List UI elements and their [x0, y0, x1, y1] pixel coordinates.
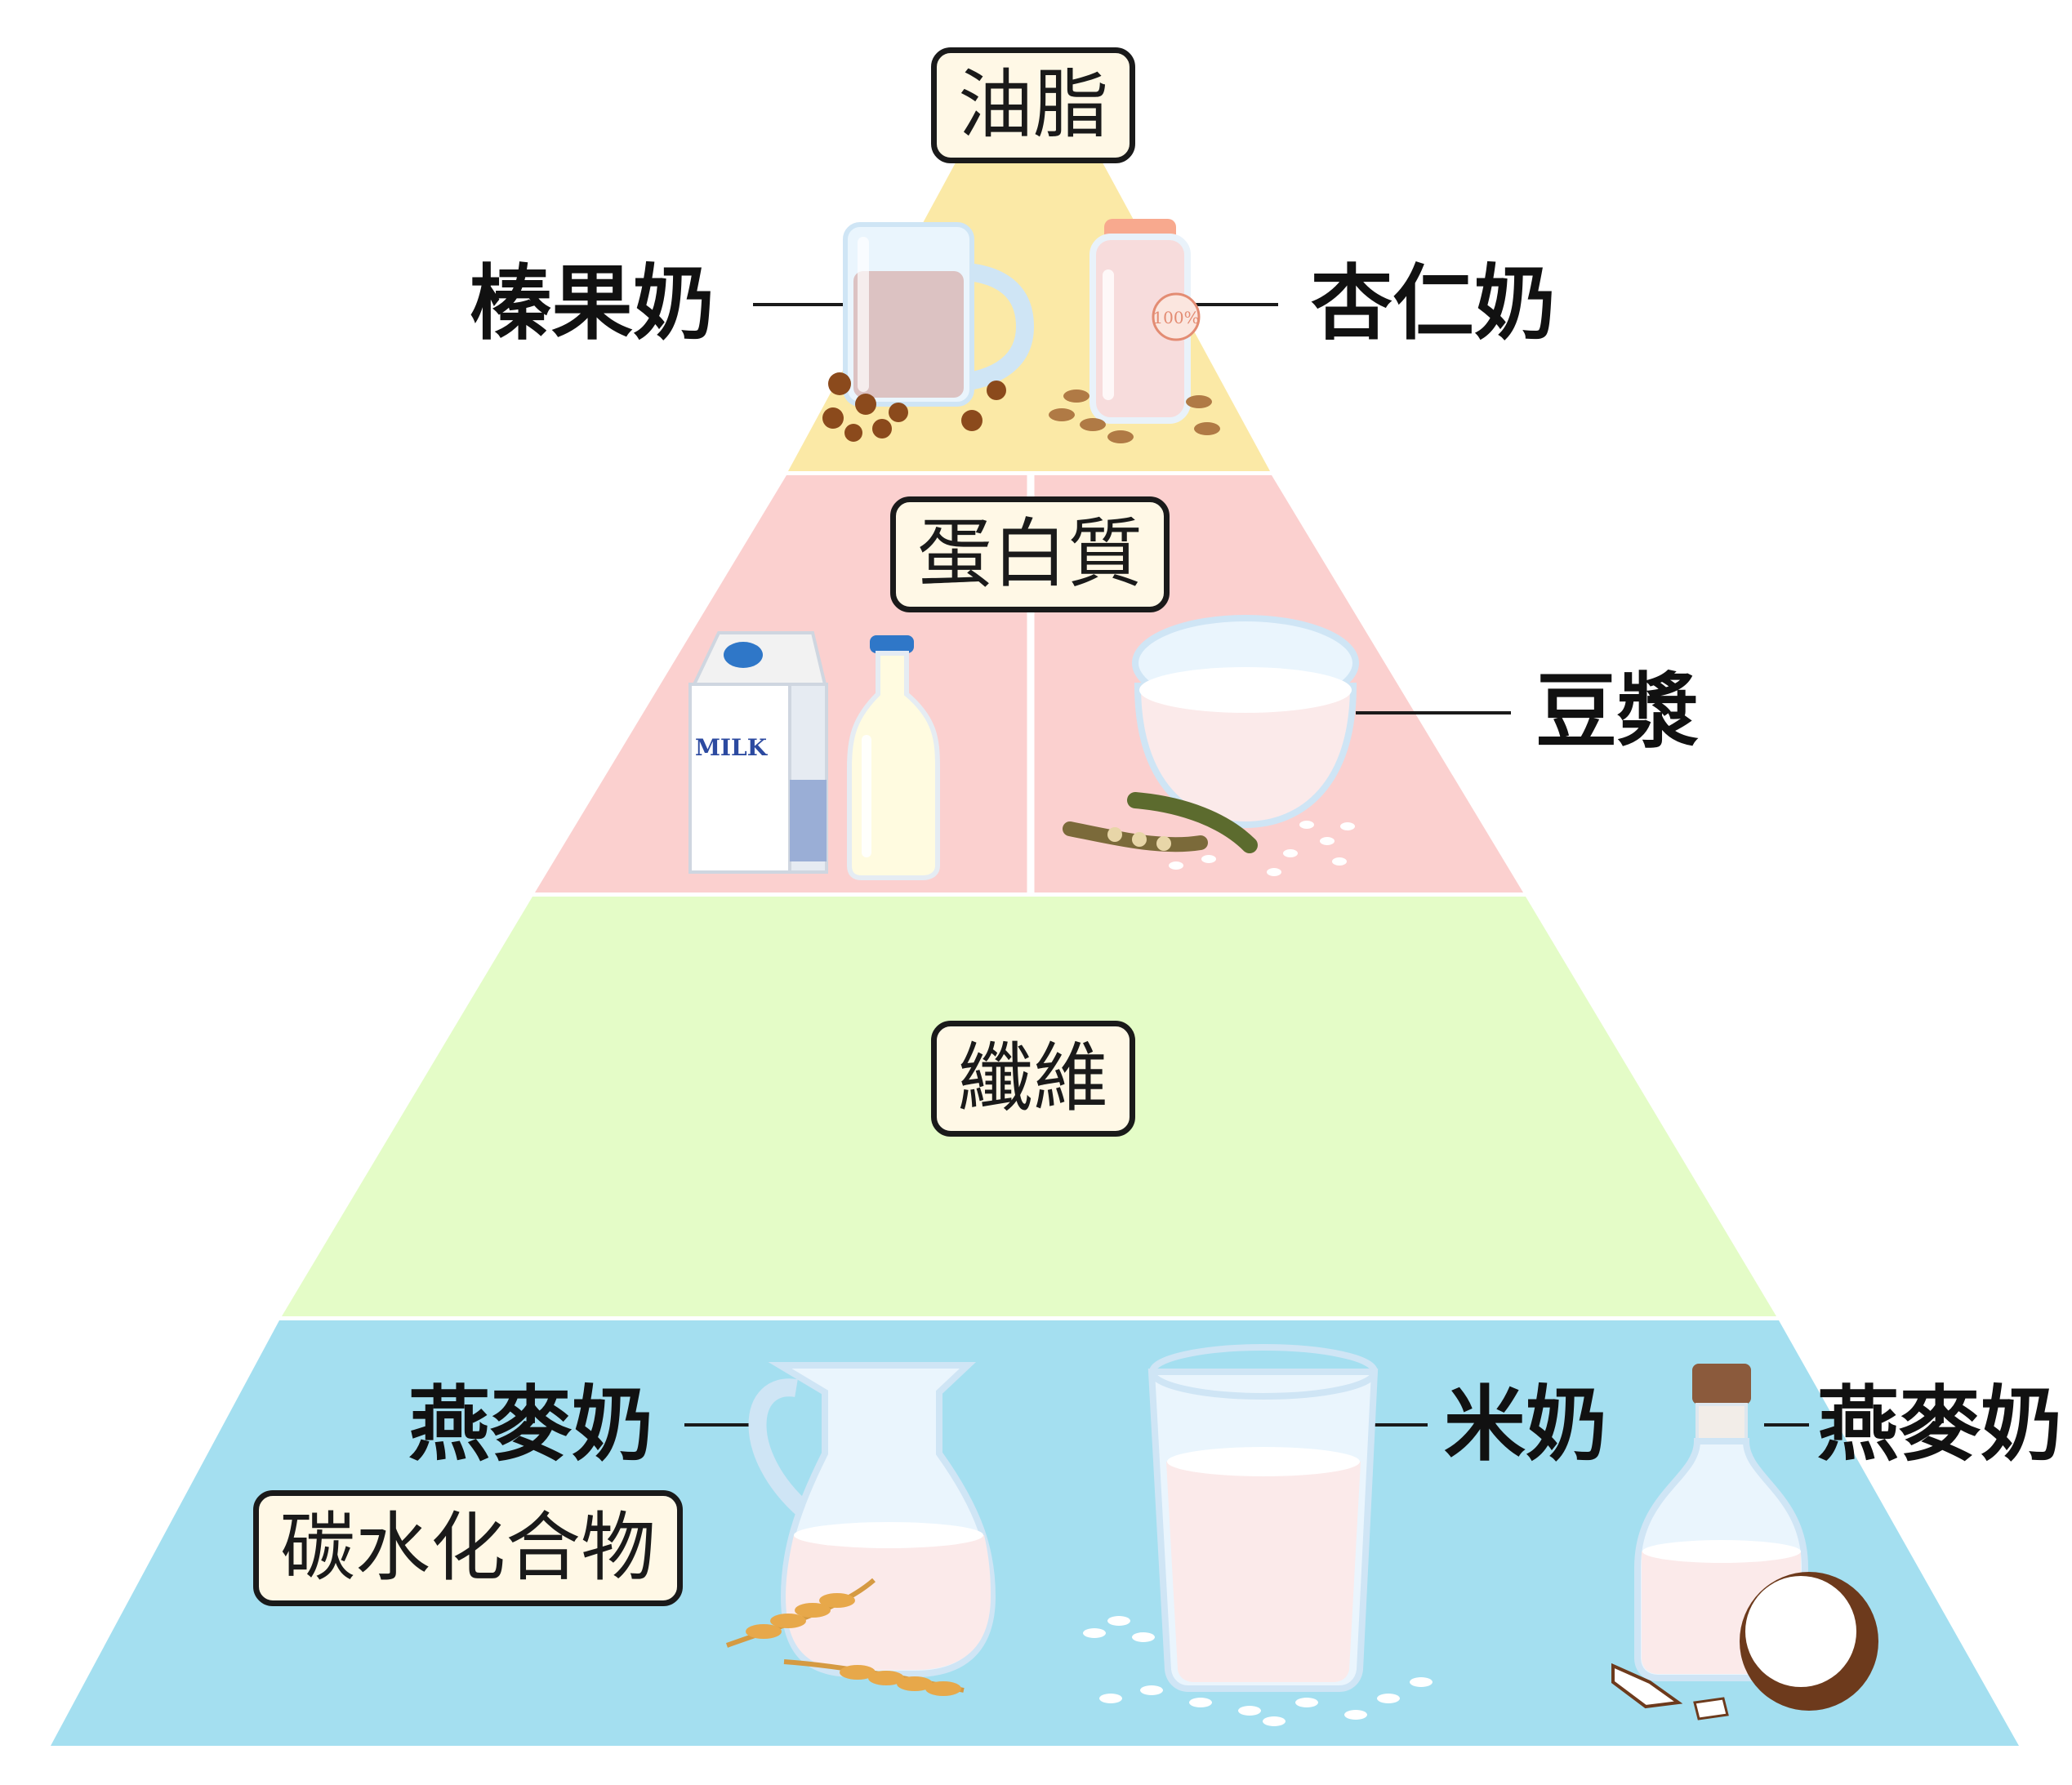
tier-label-fiber: 纖維 — [931, 1021, 1136, 1137]
label-rice-milk: 米奶 — [1444, 1377, 1607, 1472]
label-oat-milk-right: 燕麥奶 — [1817, 1377, 2062, 1472]
hazelnuts — [822, 372, 1006, 442]
rice-milk-glass — [1147, 1344, 1379, 1692]
milk-carton: MILK — [688, 631, 828, 874]
tier-label-protein: 蛋白質 — [890, 496, 1170, 612]
label-almond-milk: 杏仁奶 — [1311, 256, 1556, 351]
tier-label-carb: 碳水化合物 — [253, 1490, 684, 1606]
almonds — [1049, 389, 1220, 443]
almond-milk-bottle: 100% — [1089, 219, 1201, 424]
label-oat-milk-left: 燕麥奶 — [408, 1377, 653, 1472]
leader-lines — [684, 303, 1809, 1427]
soybean-pods — [1063, 792, 1258, 853]
label-hazelnut-milk: 榛果奶 — [470, 256, 715, 351]
wheat-stalks — [725, 1578, 965, 1696]
rice-grains-soy — [1169, 821, 1355, 876]
tier-carb-band — [51, 1320, 2019, 1746]
milk-carton-text: MILK — [695, 734, 769, 761]
bottle-tag-text: 100% — [1152, 308, 1199, 327]
soy-milk-bowl — [1132, 615, 1359, 829]
milk-glass-bottle — [847, 635, 940, 880]
hazelnut-milk-mug — [843, 222, 1035, 407]
rice-grains — [1083, 1616, 1433, 1726]
tier-label-oil: 油脂 — [931, 47, 1136, 163]
label-soy-milk: 豆漿 — [1535, 664, 1699, 759]
coconut — [1611, 1572, 1878, 1720]
